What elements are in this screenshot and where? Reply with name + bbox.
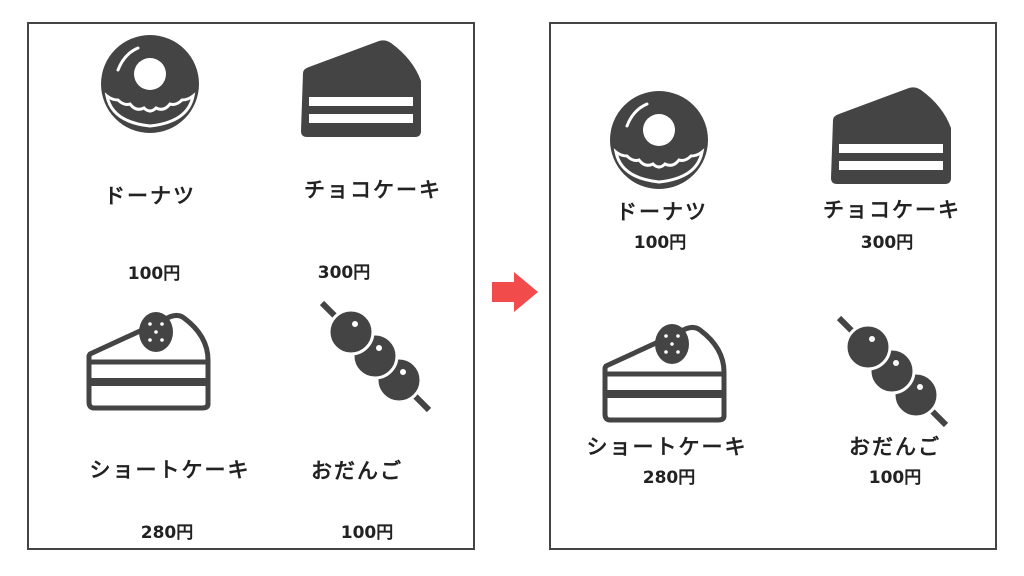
item-price: 100円: [340, 523, 394, 543]
item-name: チョコケーキ: [823, 198, 961, 222]
item-price: 300円: [860, 233, 914, 253]
item-name: おだんご: [311, 459, 403, 483]
item-name: チョコケーキ: [304, 178, 442, 202]
donut-icon: [609, 90, 709, 190]
shortcake-icon: [84, 310, 214, 412]
item-price: 100円: [127, 264, 181, 284]
donut-icon: [100, 34, 200, 134]
item-name: ショートケーキ: [586, 435, 748, 459]
dango-icon: [319, 300, 434, 415]
shortcake-icon: [600, 322, 730, 424]
item-price: 300円: [317, 263, 371, 283]
item-name: ショートケーキ: [89, 458, 251, 482]
chocolate-cake-icon: [825, 86, 955, 186]
item-name: おだんご: [849, 435, 941, 459]
item-price: 100円: [868, 468, 922, 488]
arrow-right-icon: [492, 272, 538, 312]
item-name: ドーナツ: [104, 184, 196, 208]
item-price: 280円: [140, 523, 194, 543]
dango-icon: [836, 315, 951, 430]
before-panel: ドーナツ 100円 チョコケーキ 300円 ショートケーキ 280円 おだんご …: [27, 22, 475, 550]
item-name: ドーナツ: [616, 200, 708, 224]
chocolate-cake-icon: [295, 39, 425, 139]
item-price: 280円: [642, 468, 696, 488]
after-panel: ドーナツ 100円 チョコケーキ 300円 ショートケーキ 280円 おだんご …: [549, 22, 997, 550]
item-price: 100円: [633, 233, 687, 253]
